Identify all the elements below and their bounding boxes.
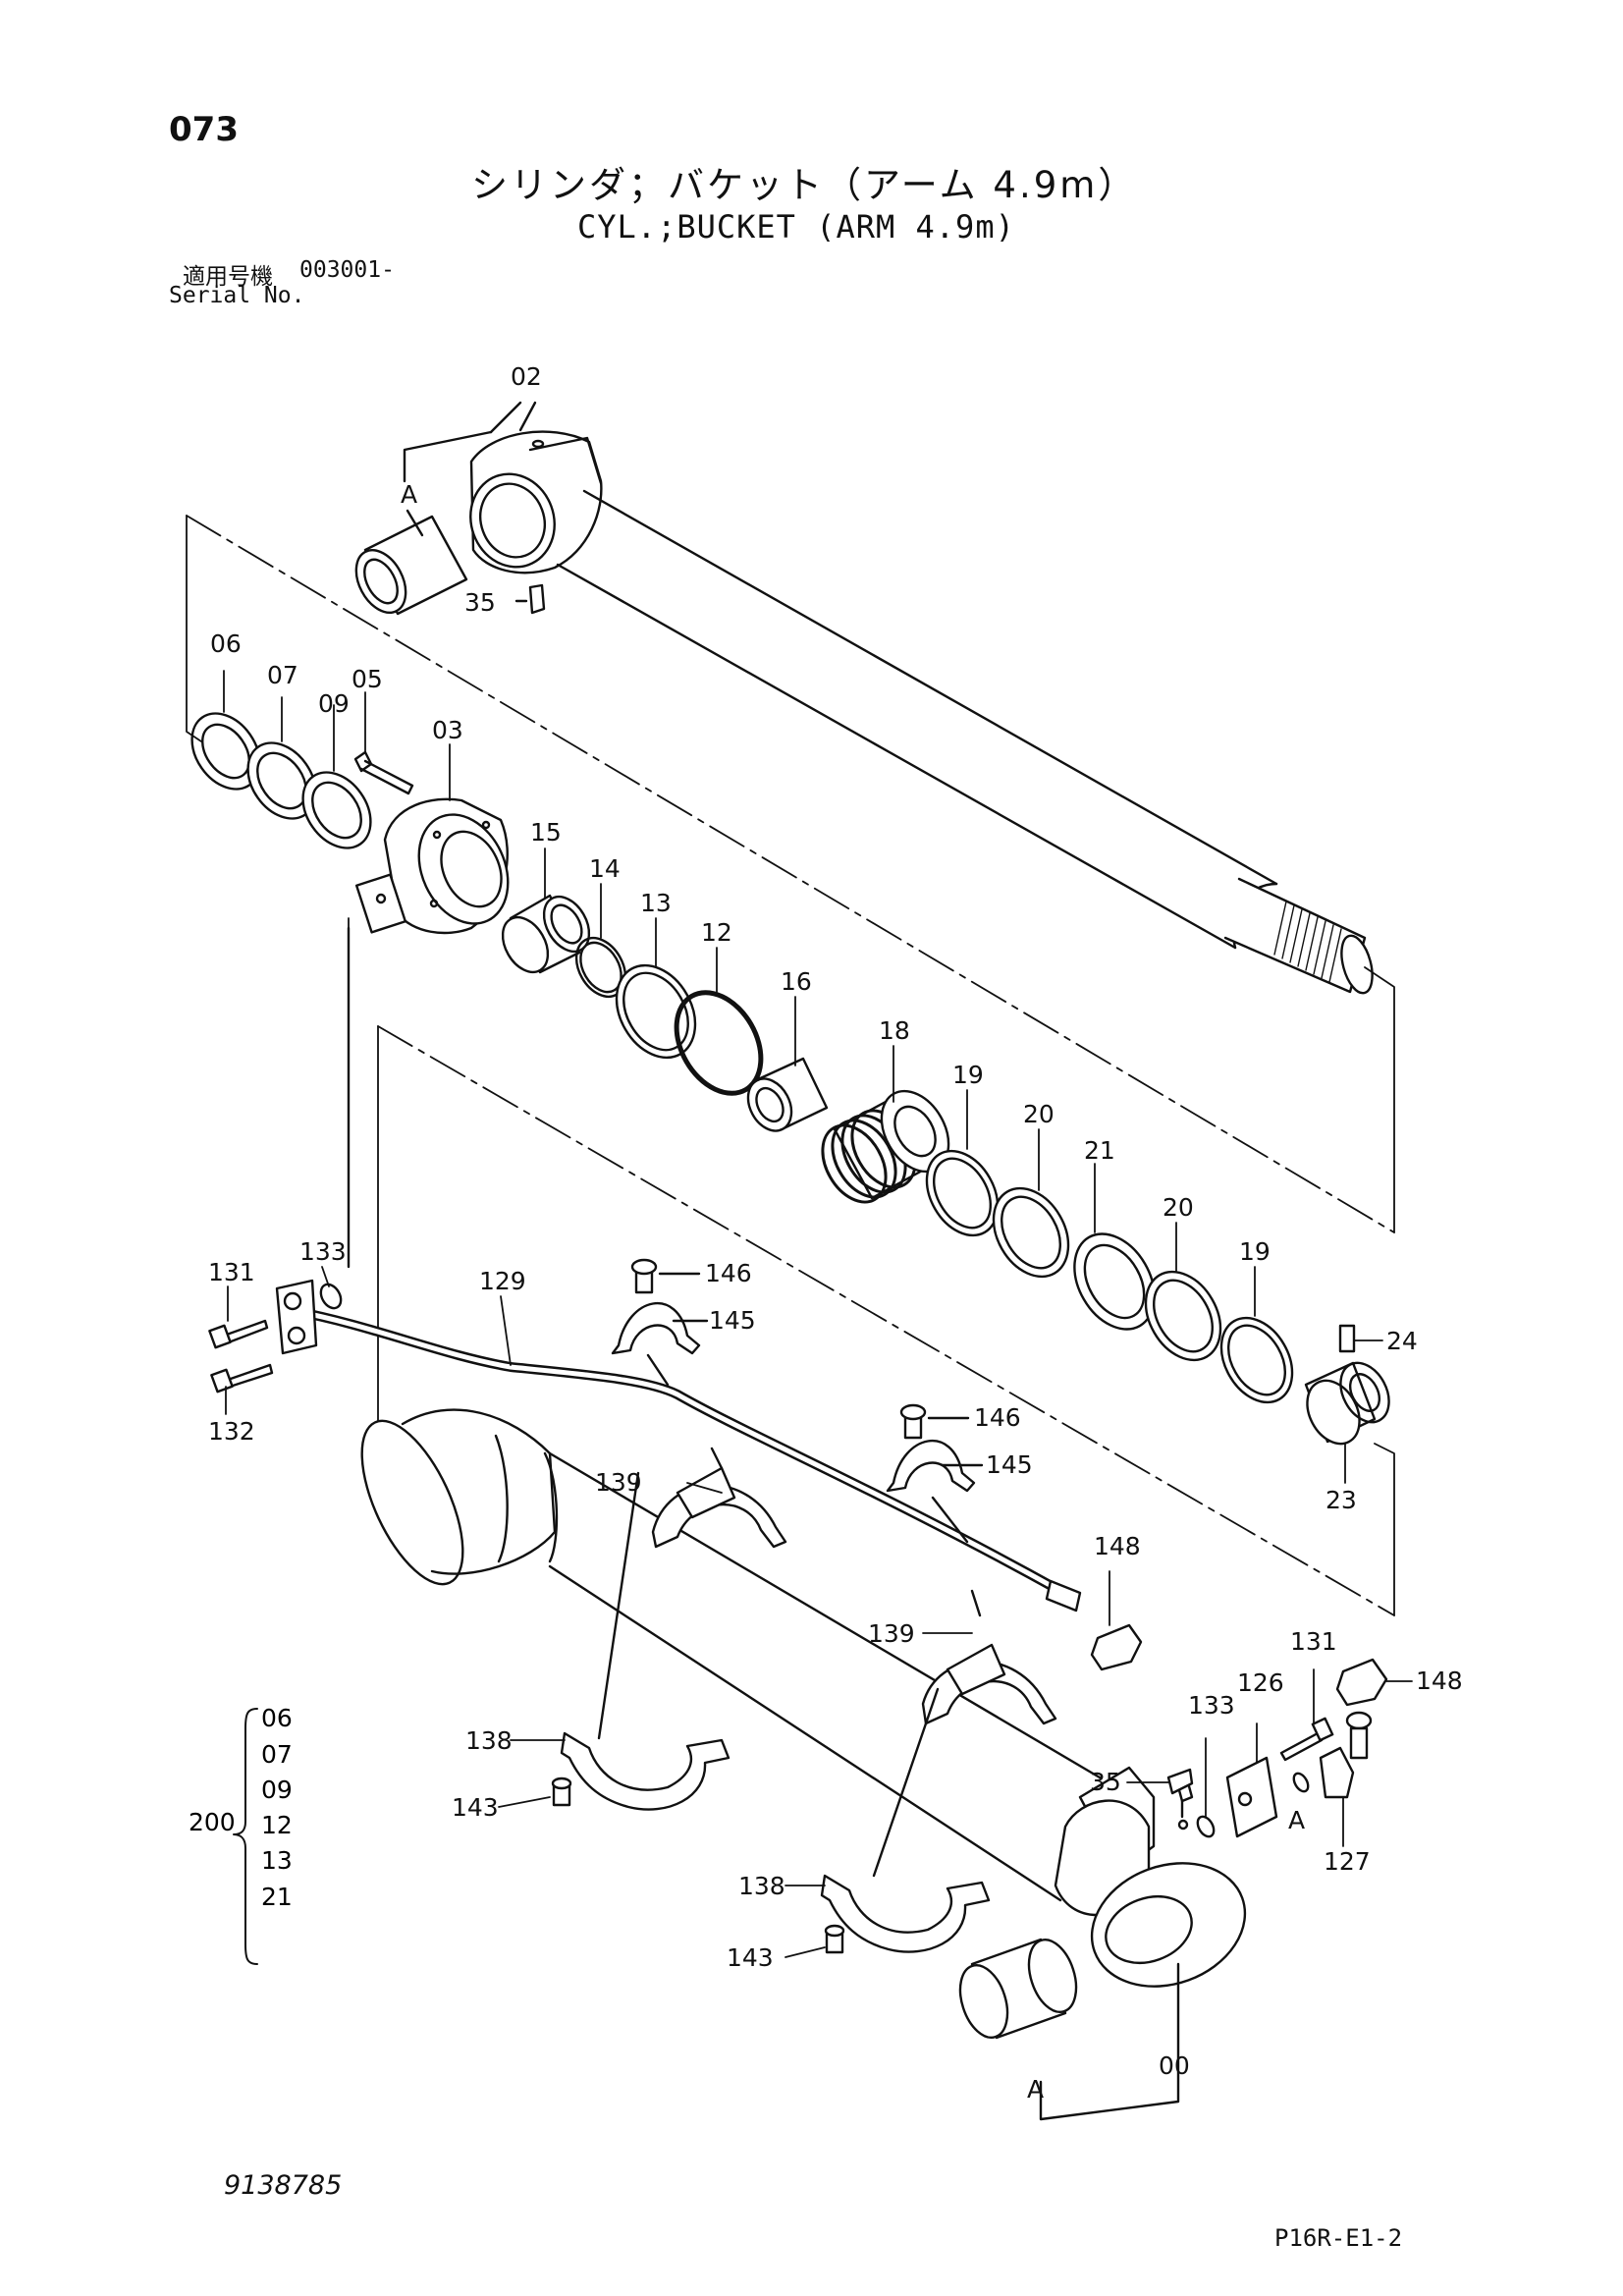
callout-131-a: 131 [208,1258,255,1286]
callout-03: 03 [432,716,463,744]
callout-16: 16 [781,967,812,996]
callout-143-b: 143 [727,1943,774,1972]
kit-item: 21 [261,1883,293,1911]
bracket-139-lower [921,1589,1057,1725]
callout-12: 12 [701,918,732,947]
kit-item: 07 [261,1740,293,1769]
serial-label-english: Serial No. [169,283,305,308]
page-number: 073 [169,110,239,149]
callout-06: 06 [210,629,242,658]
kit-list: 200 06 07 09 12 13 21 [189,1704,293,1911]
band-138-upper [551,1471,730,1811]
page-code: P16R-E1-2 [1274,2224,1403,2252]
callout-146-a: 146 [705,1259,752,1287]
callout-145-a: 145 [709,1306,756,1335]
pipe-129 [208,926,1082,1613]
callout-A-top: A [401,480,417,509]
kit-number: 200 [189,1808,236,1836]
title-english: CYL.;BUCKET (ARM 4.9m) [577,208,1015,246]
callout-35-bottom: 35 [1090,1768,1121,1796]
piston-rod [354,430,1374,995]
callout-129: 129 [479,1267,526,1295]
callout-126: 126 [1237,1668,1284,1697]
callout-14: 14 [589,854,621,883]
callout-139-a: 139 [595,1468,642,1497]
drawing-number: 9138785 [224,2170,343,2201]
callout-09: 09 [318,689,350,718]
serial-label-japanese: 適用号機 [183,264,273,290]
callout-18: 18 [879,1016,910,1045]
callout-07: 07 [267,661,298,689]
serial-number: 003001- [299,257,395,283]
seal-09 [301,771,372,849]
callout-A-bottom: A [1027,2075,1044,2104]
callout-21: 21 [1084,1136,1115,1165]
callout-138-b: 138 [738,1872,785,1900]
callout-145-b: 145 [986,1450,1033,1479]
kit-item: 12 [261,1811,293,1839]
callout-23: 23 [1325,1486,1357,1514]
callout-19-a: 19 [952,1061,984,1089]
callout-19-b: 19 [1239,1237,1271,1266]
kit-item: 06 [261,1704,293,1732]
kit-item: 13 [261,1846,293,1875]
callout-24: 24 [1386,1327,1418,1355]
seal-06 [190,712,261,791]
callout-148-a: 148 [1094,1532,1141,1560]
callout-139-b: 139 [868,1619,915,1648]
callout-05: 05 [352,665,383,693]
clamp-145-upper [611,1258,709,1355]
bracket-139-upper [651,1447,787,1549]
callout-143-a: 143 [452,1793,499,1822]
callout-02: 02 [511,362,542,391]
callout-133-b: 133 [1188,1691,1235,1720]
callout-131-b: 131 [1290,1627,1337,1656]
kit-item: 09 [261,1776,293,1804]
callout-00: 00 [1159,2051,1190,2080]
band-138-lower [820,1687,991,1954]
callout-A-right: A [1288,1806,1305,1834]
callout-20-a: 20 [1023,1100,1055,1128]
callout-133-a: 133 [299,1237,347,1266]
title-japanese: シリンダ；バケット（アーム 4.9m） [471,164,1138,206]
callout-20-b: 20 [1163,1193,1194,1222]
callout-146-b: 146 [974,1403,1021,1432]
callout-132: 132 [208,1417,255,1446]
cylinder-tube [360,1408,1247,1988]
clamp-145-lower [886,1403,984,1544]
callout-35-top: 35 [464,588,496,617]
callout-127: 127 [1324,1847,1371,1876]
callout-13: 13 [640,889,672,917]
callout-148-b: 148 [1416,1667,1463,1695]
callout-15: 15 [530,818,562,847]
callout-138-a: 138 [465,1726,513,1755]
